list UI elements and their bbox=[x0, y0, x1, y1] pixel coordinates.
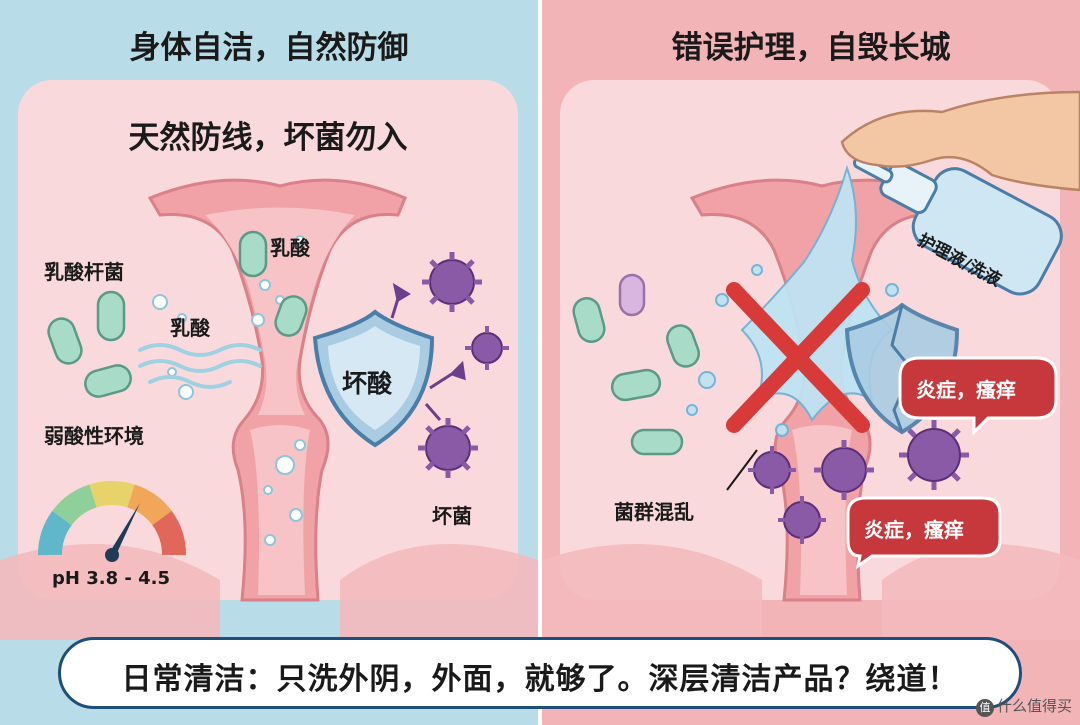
shield-label: 坏酸 bbox=[342, 369, 393, 398]
inflammation-bubble-1 bbox=[898, 356, 1058, 436]
watermark-text: 什么值得买 bbox=[996, 697, 1072, 715]
panel-divider bbox=[538, 0, 542, 725]
inflammation-label-2: 炎症，瘙痒 bbox=[864, 518, 964, 542]
lactobacillus-icon bbox=[274, 295, 308, 337]
virus-icon bbox=[422, 252, 482, 312]
left-title: 身体自洁，自然防御 bbox=[129, 30, 409, 66]
deflect-arrows bbox=[390, 282, 466, 421]
inflammation-label-1: 炎症，瘙痒 bbox=[916, 378, 1016, 402]
lactic-acid-label-top: 乳酸 bbox=[270, 236, 310, 260]
shield-icon bbox=[312, 309, 435, 448]
pointer-line bbox=[726, 449, 758, 491]
left-anatomy-illustration bbox=[0, 178, 538, 640]
lactobacillus-icon bbox=[572, 297, 606, 343]
virus-icon bbox=[465, 326, 509, 370]
ph-gauge-icon bbox=[37, 481, 187, 562]
lactobacillus-label: 乳酸杆菌 bbox=[44, 260, 124, 284]
bad-bacteria-group bbox=[748, 420, 969, 544]
virus-icon bbox=[814, 440, 874, 500]
advice-banner-text: 日常清洁：只洗外阴，外面，就够了。深层清洁产品？绕道！ bbox=[121, 662, 959, 697]
lactobacillus-icon bbox=[610, 368, 662, 402]
vaginal-tract-illustration bbox=[0, 178, 538, 640]
virus-icon bbox=[748, 446, 796, 494]
watermark: 值什么值得买 bbox=[975, 695, 1072, 717]
advice-banner: 日常清洁：只洗外阴，外面，就够了。深层清洁产品？绕道！ bbox=[58, 637, 1022, 709]
lactobacillus-icon bbox=[238, 230, 268, 278]
lactobacillus-icon bbox=[96, 290, 126, 342]
virus-icon bbox=[418, 418, 478, 478]
lactobacillus-icon bbox=[84, 364, 132, 398]
lactobacillus-icon bbox=[47, 317, 83, 365]
virus-icon bbox=[778, 496, 826, 544]
bottle-icon bbox=[853, 154, 1063, 296]
left-panel: 身体自洁，自然防御 天然防线，坏菌勿入 bbox=[0, 0, 538, 725]
hand-icon bbox=[840, 90, 1080, 192]
virus-icon bbox=[899, 420, 969, 490]
ph-range-label: pH 3.8 - 4.5 bbox=[52, 568, 170, 589]
bad-bacteria-group bbox=[418, 252, 509, 478]
lactobacillus-icon bbox=[630, 428, 684, 456]
inflammation-bubble-2 bbox=[846, 496, 1002, 570]
prohibited-cross-icon bbox=[726, 282, 870, 433]
flora-chaos-label: 菌群混乱 bbox=[614, 500, 694, 524]
good-bacteria-group bbox=[47, 230, 308, 398]
weak-acid-env-label: 弱酸性环境 bbox=[44, 424, 144, 448]
acid-bubbles bbox=[152, 235, 306, 546]
right-panel: 错误护理，自毁长城 bbox=[542, 0, 1080, 725]
good-bacteria-group bbox=[572, 273, 700, 456]
lactobacillus-icon bbox=[666, 324, 700, 368]
right-anatomy-illustration bbox=[542, 90, 1080, 640]
lactobacillus-icon bbox=[618, 273, 646, 317]
left-subtitle: 天然防线，坏菌勿入 bbox=[128, 120, 408, 156]
bad-bacteria-label: 坏菌 bbox=[432, 504, 472, 528]
right-title: 错误护理，自毁长城 bbox=[671, 30, 951, 66]
lactic-acid-flow-lines bbox=[138, 343, 262, 389]
watermark-logo-icon: 值 bbox=[975, 699, 994, 717]
lactic-acid-label-mid: 乳酸 bbox=[170, 316, 210, 340]
